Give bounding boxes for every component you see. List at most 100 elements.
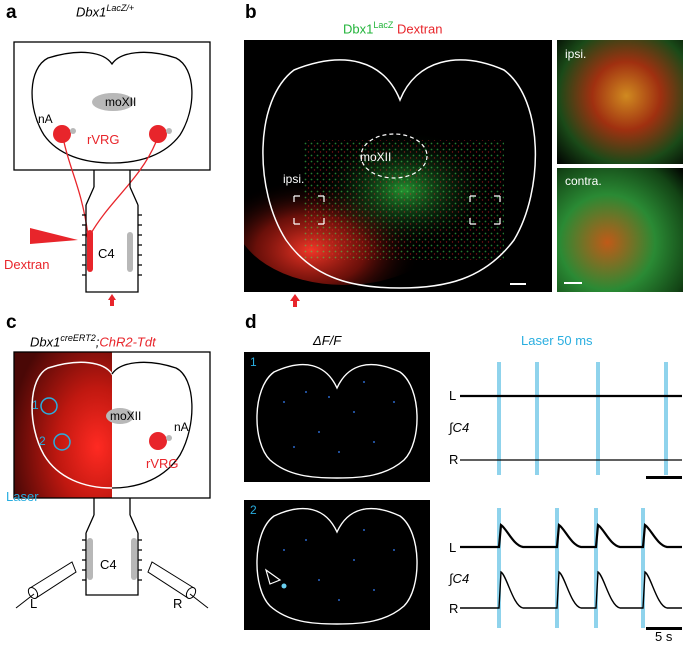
- axon-contra: [89, 141, 157, 236]
- c4-contra-gray: [127, 232, 133, 272]
- dextran-injection-site: [87, 230, 93, 272]
- dff-2-number: 2: [250, 503, 257, 517]
- dff-2-noise: [283, 529, 395, 601]
- trace-label-c4-1: ∫C4: [449, 420, 470, 435]
- spinal-roots: [82, 214, 142, 276]
- label-a-rvrg: rVRG: [87, 132, 120, 147]
- label-c-moxii: moXII: [110, 409, 142, 423]
- trace-label-r2: R: [449, 601, 459, 616]
- c-c4-left-gray: [87, 538, 93, 580]
- label-c-rvrg: rVRG: [146, 456, 179, 471]
- electrode-left-wire: [15, 593, 35, 609]
- electrode-right-wire: [189, 593, 209, 609]
- c-c4-right-gray: [131, 538, 137, 580]
- dff-2-outline: [256, 507, 418, 625]
- panel-a-letter: a: [6, 2, 17, 23]
- trace-l-2: [460, 523, 682, 549]
- spinal-cord-outline: [85, 170, 139, 293]
- panel-b-letter: b: [245, 2, 257, 23]
- cell-speckle: [304, 140, 504, 260]
- section-level-arrow-a: [108, 294, 116, 300]
- trace-scale-2: [646, 627, 682, 630]
- label-c-laser: Laser: [6, 489, 39, 504]
- inset-contra-image: [557, 168, 683, 292]
- dff-image-2: [244, 500, 430, 630]
- panel-c-title-sep: ;: [95, 334, 100, 350]
- trace-label-r1: R: [449, 452, 459, 467]
- scale-bar-b: [510, 283, 526, 285]
- dff-1-number: 1: [250, 355, 257, 369]
- panel-d-dff: ΔF/F: [313, 333, 342, 348]
- panel-a-title-gene: Dbx1: [76, 4, 107, 20]
- dff-1-noise: [283, 381, 395, 453]
- spinal-cord-neck: [85, 186, 139, 206]
- dff-2-arrowhead: [264, 568, 282, 585]
- region-1-circle: [40, 397, 58, 415]
- c-rvrg-dot: [149, 432, 167, 450]
- medulla-outline-b: [262, 59, 537, 289]
- laser-bars-1: [497, 362, 668, 475]
- panel-b-title-red: Dextran: [397, 21, 443, 37]
- laser-bars-2: [497, 508, 645, 628]
- dff-image-1-svg: [256, 363, 418, 479]
- label-c-region2: 2: [39, 434, 46, 448]
- label-b-inset-contra: contra.: [565, 174, 602, 188]
- label-c-c4: C4: [100, 557, 117, 572]
- label-a-moxii: moXII: [105, 95, 137, 109]
- panel-d-letter: d: [245, 312, 257, 333]
- traces-svg: [460, 362, 682, 630]
- c-fluorescence-image: [14, 352, 112, 498]
- dff-image-1: [244, 352, 430, 482]
- panel-d-laser-label: Laser 50 ms: [521, 333, 593, 348]
- trace-label-c4-2: ∫C4: [449, 571, 470, 586]
- electrode-right-end: [185, 586, 197, 600]
- c-na-dot: [166, 435, 172, 441]
- panel-a-diagram: [13, 41, 211, 306]
- panel-c-title-gene: Dbx1: [30, 334, 61, 350]
- panel-c-title-red: ChR2-Tdt: [99, 334, 156, 350]
- label-b-ipsi: ipsi.: [283, 172, 305, 186]
- dextran-pipette: [30, 228, 78, 244]
- moxii-dashed: [360, 133, 428, 179]
- trace-label-l1: L: [449, 388, 457, 403]
- section-level-arrow-a-stem: [110, 300, 114, 306]
- axon-ipsi: [63, 141, 89, 236]
- trace-label-l2: L: [449, 540, 457, 555]
- label-c-region1: 1: [32, 398, 39, 412]
- dff-image-2-svg: [256, 507, 418, 625]
- scale-bar-inset: [564, 282, 582, 284]
- moxii-nucleus: [92, 93, 134, 111]
- panel-a-title: Dbx1LacZ/+: [76, 3, 134, 19]
- trace-scale-1: [646, 476, 682, 479]
- trace-r-2: [460, 570, 682, 609]
- region-2-circle: [53, 433, 71, 451]
- brainstem-section-box: [13, 41, 211, 171]
- panel-b-title-green-sup: LacZ: [373, 20, 394, 30]
- na-right-dot: [166, 128, 172, 134]
- panel-c-letter: c: [6, 312, 17, 333]
- panel-c-title: Dbx1creERT2;ChR2-Tdt: [30, 333, 156, 349]
- electrode-left-end: [27, 586, 39, 600]
- section-level-arrow-b: [290, 294, 300, 307]
- dff-2-active-cell: [281, 583, 287, 589]
- scale-label: 5 s: [655, 629, 673, 644]
- ipsi-box: [293, 195, 325, 225]
- panel-c-diagram: [13, 351, 211, 609]
- rvrg-left-dot: [53, 125, 71, 143]
- panel-a-title-allele: LacZ/+: [106, 3, 135, 13]
- label-c-left: L: [30, 596, 38, 611]
- contra-box: [469, 195, 501, 225]
- panel-b-title-green: Dbx1: [343, 21, 374, 37]
- rvrg-right-dot: [149, 125, 167, 143]
- c-medulla-outline-right: [111, 361, 193, 489]
- c-spinal-cord: [85, 498, 139, 596]
- label-b-inset-ipsi: ipsi.: [565, 47, 587, 61]
- label-a-c4: C4: [98, 246, 115, 261]
- dff-1-outline: [256, 363, 418, 479]
- na-left-dot: [70, 128, 76, 134]
- c-spinal-roots: [82, 539, 142, 581]
- c-moxii-gray: [106, 408, 134, 424]
- panel-b-main-image: [234, 40, 552, 292]
- c-section-box: [13, 351, 211, 499]
- panel-b-main-svg: [234, 59, 537, 289]
